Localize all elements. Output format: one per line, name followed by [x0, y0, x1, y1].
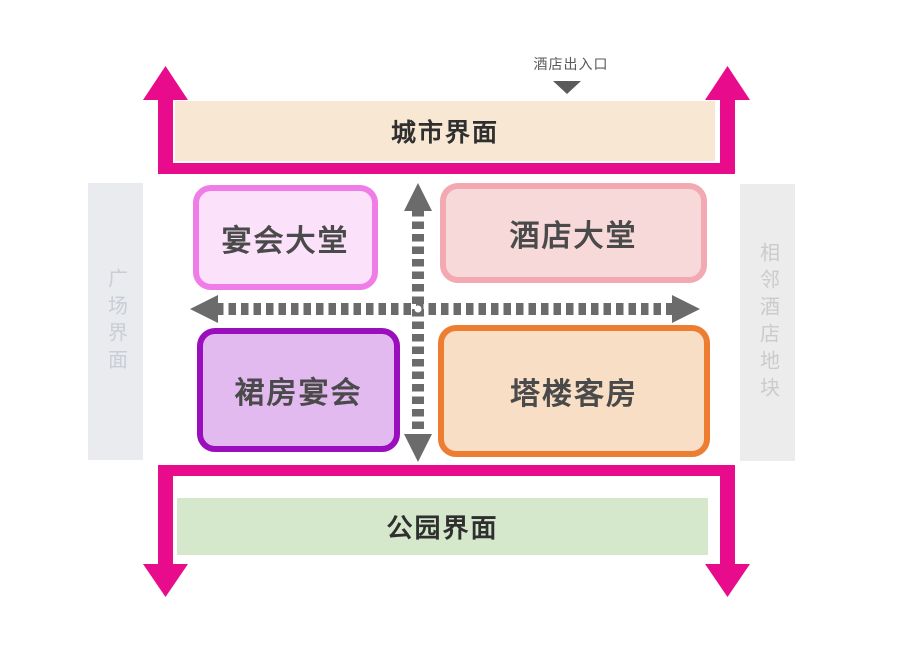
city-edge-arrow-left-shaft — [158, 96, 173, 174]
park-edge-arrowhead-right-down-icon — [705, 564, 750, 597]
city-edge-arrowhead-left-up-icon — [143, 66, 188, 100]
zone-tower-rooms-label: 塔楼客房 — [510, 378, 638, 411]
zone-banquet-lobby-label: 宴会大堂 — [221, 224, 350, 258]
park-interface-label: 公园界面 — [386, 513, 499, 543]
adjacent-hotel-plot-bar: 相邻酒店地块 — [740, 184, 795, 461]
city-edge-arrow-right-shaft — [720, 96, 735, 174]
park-edge-arrow-right-shaft — [720, 476, 735, 566]
entrance-label: 酒店出入口 — [533, 56, 609, 72]
city-edge-arrowhead-right-up-icon — [705, 66, 750, 100]
plaza-interface-bar: 广场界面 — [88, 183, 143, 460]
axis-arrowhead-left-icon — [190, 295, 218, 323]
city-interface-bar: 城市界面 — [175, 101, 715, 161]
adjacent-hotel-plot-label: 相邻酒店地块 — [756, 241, 779, 404]
zone-hotel-lobby: 酒店大堂 — [440, 183, 707, 283]
city-interface-label: 城市界面 — [390, 119, 499, 147]
axis-arrowhead-right-icon — [672, 295, 700, 323]
zone-banquet-lobby: 宴会大堂 — [193, 185, 378, 290]
axis-arrowhead-down-icon — [404, 434, 432, 462]
zone-podium-banquet-label: 裙房宴会 — [234, 377, 363, 410]
park-edge-arrow-left-shaft — [158, 476, 173, 566]
plaza-interface-label: 广场界面 — [104, 267, 127, 376]
entrance-marker-icon — [553, 81, 581, 94]
axis-intersection-dot — [414, 305, 422, 313]
zone-hotel-lobby-label: 酒店大堂 — [509, 220, 638, 253]
park-edge-arrowhead-left-down-icon — [143, 564, 188, 597]
city-edge-arrow-bar — [158, 163, 735, 174]
zone-tower-rooms: 塔楼客房 — [438, 325, 710, 457]
axis-arrowhead-up-icon — [404, 183, 432, 211]
park-edge-arrow-bar — [158, 465, 735, 476]
park-interface-bar: 公园界面 — [177, 498, 708, 555]
zone-podium-banquet: 裙房宴会 — [197, 328, 400, 452]
